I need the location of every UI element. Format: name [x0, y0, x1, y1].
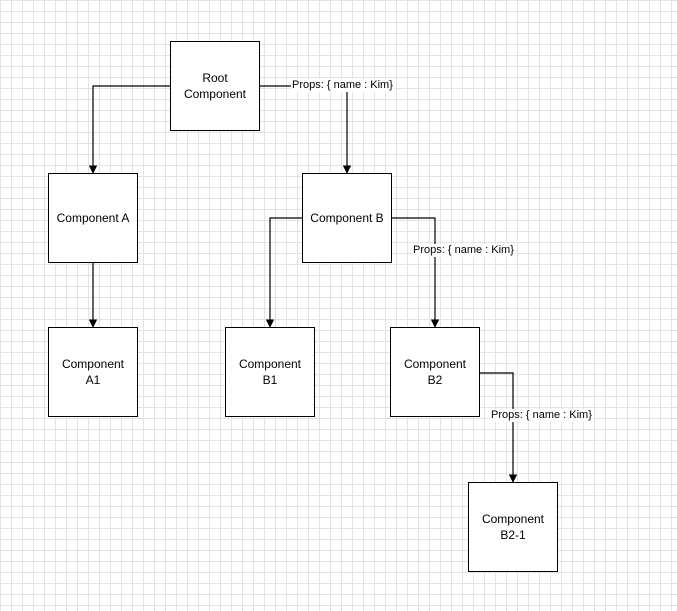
node-component-a1[interactable]: Component A1 [48, 327, 138, 417]
node-label: Component B1 [238, 357, 302, 387]
edge-label-b-to-b2: Props: { name : Kim} [412, 244, 515, 257]
node-component-b2-1[interactable]: Component B2-1 [468, 482, 558, 572]
node-component-b1[interactable]: Component B1 [225, 327, 315, 417]
edge-label-root-to-b: Props: { name : Kim} [291, 79, 394, 92]
edge-b2-to-b21 [480, 372, 518, 483]
node-label: Component B2-1 [481, 512, 545, 542]
node-label: Component A1 [61, 357, 125, 387]
node-label: Component B2 [403, 357, 467, 387]
edge-label-b2-to-b21: Props: { name : Kim} [490, 409, 593, 422]
node-component-b[interactable]: Component B [302, 173, 392, 263]
node-label: Component B [310, 211, 384, 225]
node-root-component[interactable]: Root Component [170, 41, 260, 131]
node-component-b2[interactable]: Component B2 [390, 327, 480, 417]
edge-b-to-b2 [391, 217, 440, 328]
edge-root-to-b [259, 85, 352, 174]
edge-root-to-a [88, 85, 171, 174]
node-label: Component A [56, 211, 130, 225]
node-label: Root Component [183, 71, 247, 101]
edge-b-to-b1 [265, 217, 303, 328]
node-component-a[interactable]: Component A [48, 173, 138, 263]
